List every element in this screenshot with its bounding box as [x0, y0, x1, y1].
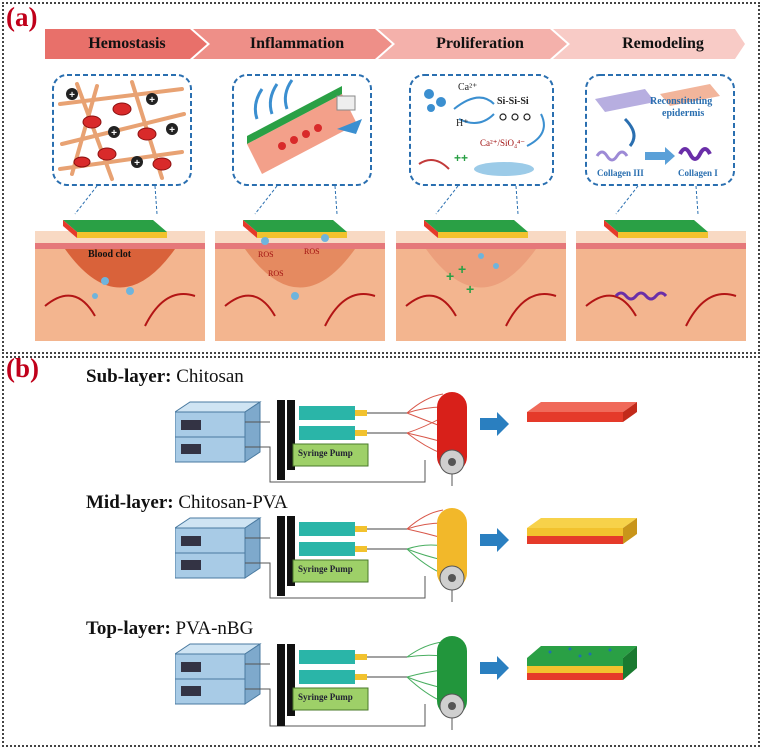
mid-layer-material: Chitosan-PVA — [178, 492, 288, 513]
svg-text:+: + — [466, 281, 474, 297]
remodeling-zoom-inset — [585, 74, 735, 186]
process-arrow-banner — [45, 29, 745, 59]
output-arrow-1 — [480, 412, 509, 436]
inflammation-skin-block — [215, 186, 385, 341]
stage-arrow-remodeling — [553, 29, 745, 59]
output-arrow-2 — [480, 528, 509, 552]
proliferation-skin-block: +++ — [396, 186, 566, 341]
stage-label-hemostasis: Hemostasis — [88, 35, 166, 52]
remodeling-skin-block — [576, 186, 746, 341]
svg-text:+: + — [149, 95, 155, 106]
svg-text:+: + — [134, 158, 140, 169]
svg-text:+: + — [69, 90, 75, 101]
power-supply-1 — [175, 401, 262, 463]
ion-release-label: Ca²⁺/SiO₄⁴⁻ — [480, 138, 525, 148]
collector-drum-1 — [437, 392, 467, 486]
collector-drum-3 — [437, 636, 467, 730]
mid-layer-membrane — [527, 518, 637, 544]
svg-text:++: ++ — [454, 151, 468, 165]
collector-drum-2 — [437, 508, 467, 602]
mid-layer-apparatus — [175, 508, 637, 602]
top-layer-apparatus — [175, 636, 637, 730]
top-layer-material: PVA-nBG — [175, 618, 254, 639]
ros-label-1: ROS — [258, 250, 274, 259]
sub-layer-prefix: Sub-layer: — [86, 366, 172, 387]
svg-text:+: + — [446, 268, 454, 284]
hemostasis-skin-block — [35, 186, 205, 341]
silicate-chain-label: Si-Si-Si — [497, 96, 529, 107]
stage-arrow-inflammation — [193, 29, 392, 59]
panel-a-tag: (a) — [6, 2, 38, 32]
syringe-pump-label-1: Syringe Pump — [298, 448, 353, 458]
epidermis-label: epidermis — [662, 108, 705, 119]
syringe-pump-label-3: Syringe Pump — [298, 692, 353, 702]
svg-text:+: + — [111, 128, 117, 139]
reconstituting-label: Reconstituting — [650, 96, 713, 107]
power-supply-2 — [175, 517, 262, 579]
proton-label: H⁺ — [456, 118, 469, 129]
stage-arrow-proliferation — [378, 29, 567, 59]
power-supply-3 — [175, 643, 262, 705]
top-layer-membrane — [527, 646, 637, 680]
panel-a — [2, 2, 760, 354]
svg-text:+: + — [458, 261, 466, 277]
collagen1-label: Collagen I — [678, 168, 718, 178]
syringe-pump-1 — [277, 400, 369, 480]
sub-layer-material: Chitosan — [176, 366, 244, 387]
ros-label-3: ROS — [268, 269, 284, 278]
syringe-pump-2 — [277, 516, 369, 596]
panel-b — [2, 356, 760, 747]
blood-clot-label: Blood clot — [88, 249, 132, 260]
syringe-pump-label-2: Syringe Pump — [298, 564, 353, 574]
output-arrow-3 — [480, 656, 509, 680]
sub-layer-membrane — [527, 402, 637, 422]
top-layer-title: Top-layer: PVA-nBG — [86, 618, 253, 640]
calcium-ion-label: Ca²⁺ — [458, 82, 478, 93]
sub-layer-apparatus — [175, 392, 637, 486]
collagen3-label: Collagen III — [597, 168, 644, 178]
ros-label-2: ROS — [304, 247, 320, 256]
sub-layer-title: Sub-layer: Chitosan — [86, 366, 244, 388]
stage-label-proliferation: Proliferation — [436, 35, 524, 52]
stage-arrow-hemostasis — [45, 29, 207, 59]
hemostasis-zoom-inset: + + + + + — [52, 74, 192, 186]
syringe-pump-3 — [277, 644, 369, 726]
proliferation-zoom-inset: ++ — [409, 74, 554, 186]
stage-label-remodeling: Remodeling — [622, 35, 704, 52]
mid-layer-prefix: Mid-layer: — [86, 492, 174, 513]
panel-b-tag: (b) — [6, 353, 39, 383]
svg-text:+: + — [169, 125, 175, 136]
inflammation-zoom-inset — [232, 74, 372, 186]
top-layer-prefix: Top-layer: — [86, 618, 171, 639]
mid-layer-title: Mid-layer: Chitosan-PVA — [86, 492, 288, 514]
stage-label-inflammation: Inflammation — [249, 35, 345, 52]
